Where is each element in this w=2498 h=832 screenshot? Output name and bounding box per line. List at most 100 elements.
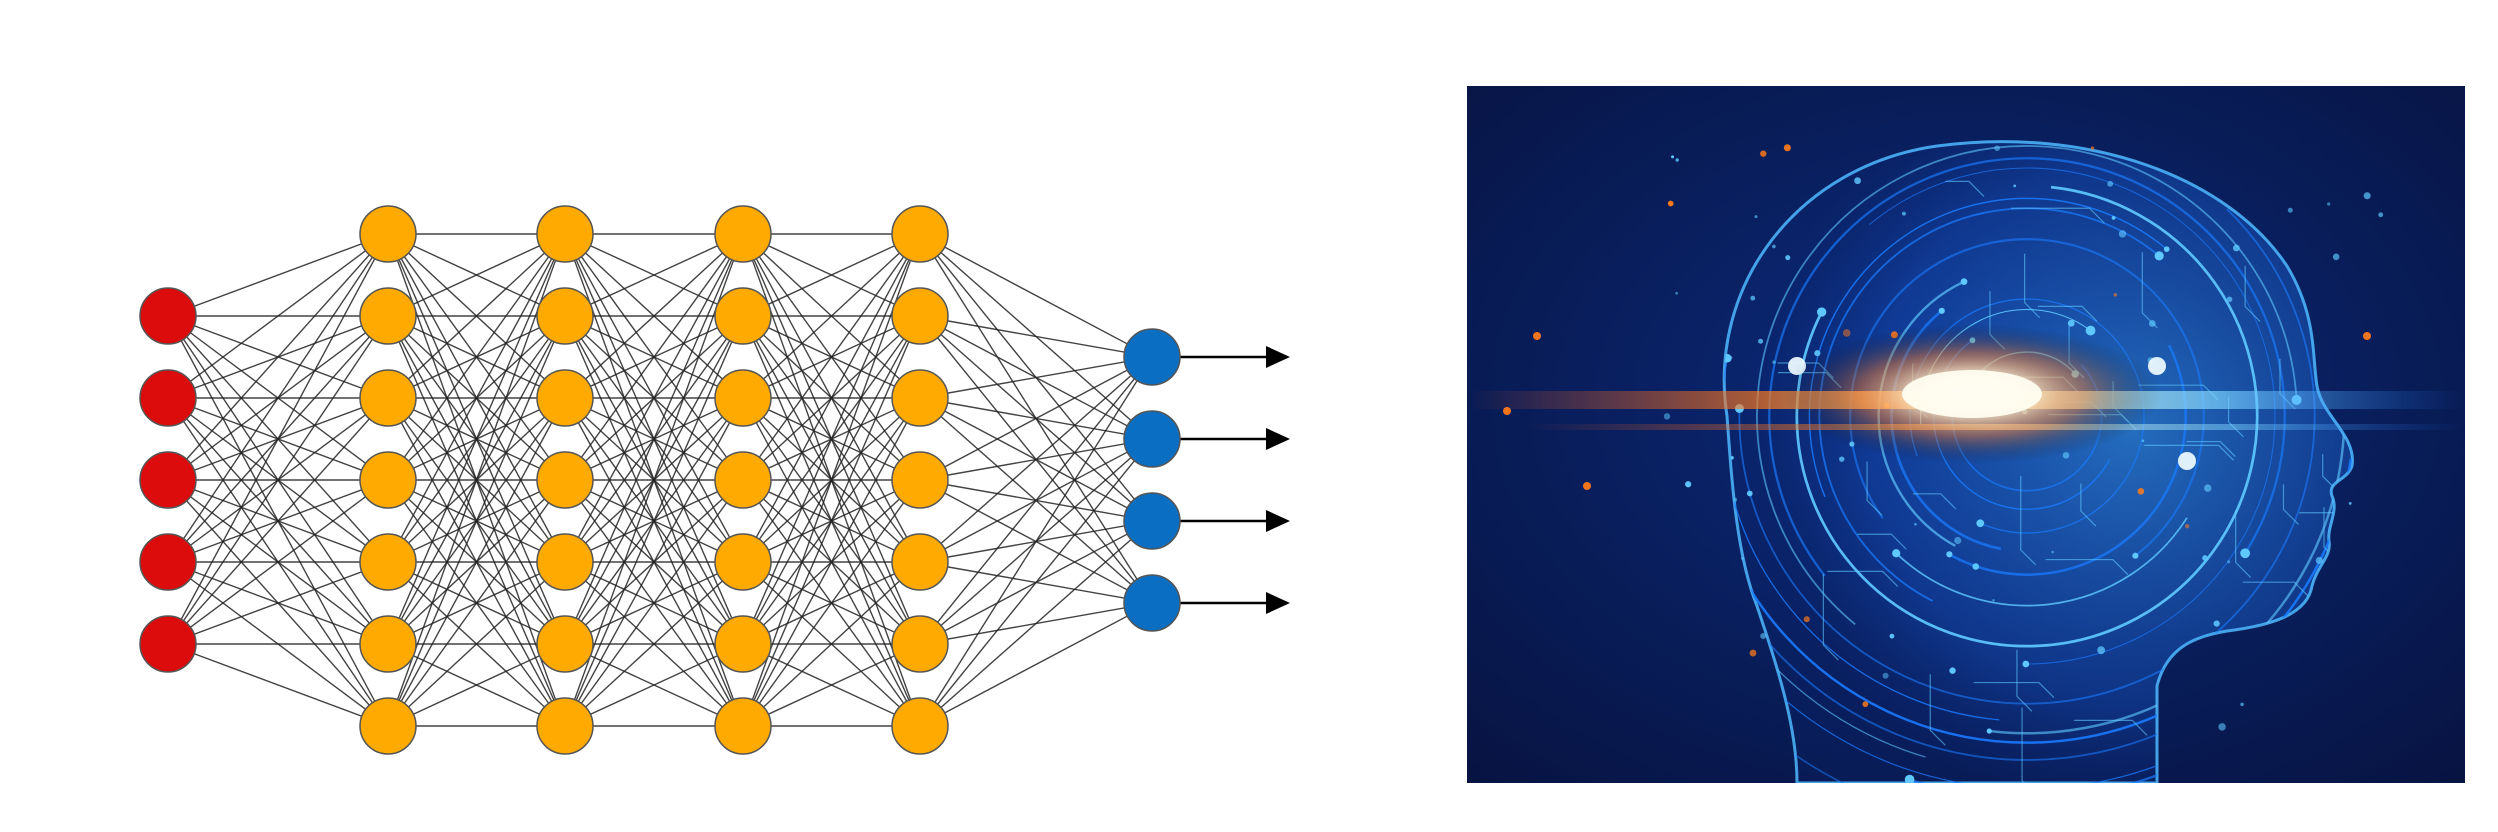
spark-dot (1992, 599, 1995, 602)
circuit-node (1938, 307, 1945, 314)
spark-dot (1954, 536, 1962, 545)
spark-dot (1746, 490, 1753, 497)
spark-dot (2202, 555, 2208, 561)
connection-edge (387, 643, 566, 727)
connection-edge (564, 397, 744, 727)
output-arrows (1180, 346, 1290, 614)
connection-edge (742, 643, 921, 727)
hidden-node (891, 287, 949, 345)
hidden-node (714, 287, 772, 345)
spark-dot (2327, 202, 2331, 206)
circuit-trace (2011, 207, 2105, 224)
spark-dot (2148, 320, 2156, 327)
spark-dot (1972, 563, 1980, 570)
circuit-node (1976, 519, 1985, 528)
spark-dot (1733, 497, 1738, 502)
spark-dot (1914, 522, 1917, 526)
spark-dot (1750, 295, 1756, 301)
output-node (1123, 574, 1181, 632)
spark-dot (2348, 501, 2352, 505)
hidden-node (891, 615, 949, 673)
input-node (139, 533, 197, 591)
hidden-node (359, 205, 417, 263)
hidden-node (536, 615, 594, 673)
spark-dot (2137, 487, 2145, 495)
circuit-trace (1912, 493, 1957, 510)
circuit-trace (2016, 649, 2033, 712)
spark-dot (2240, 702, 2244, 707)
bright-spark (1583, 482, 1591, 490)
connection-edge (564, 479, 744, 727)
bright-spark (2148, 357, 2166, 375)
spark-dot (2051, 550, 2054, 554)
spark-dot (2204, 484, 2212, 492)
spark-dot (1949, 667, 1956, 674)
connection-edge (167, 643, 389, 727)
circuit-trace (1929, 674, 1946, 746)
connection-edge (387, 233, 566, 399)
spark-dot (2227, 560, 2231, 564)
connection-edge (919, 356, 1153, 481)
connection-edge (564, 233, 744, 481)
connection-edge (742, 233, 921, 317)
connection-edge (564, 233, 744, 727)
spark-dot (2067, 319, 2075, 327)
spark-dot (1760, 150, 1767, 157)
connection-edge (564, 233, 744, 645)
connection-edge (564, 233, 744, 317)
spark-dot (1675, 158, 1679, 162)
connection-edge (167, 233, 389, 399)
output-node (1123, 328, 1181, 386)
spark-dot (1994, 145, 2001, 152)
circuit-node (1904, 774, 1915, 783)
spark-dot (1854, 177, 1861, 185)
spark-dot (1675, 291, 1679, 295)
spark-dot (1754, 215, 1758, 219)
hidden-node (536, 205, 594, 263)
spark-dot (2107, 180, 2114, 187)
connection-edge (167, 561, 389, 645)
connection-edge (387, 233, 566, 481)
spark-dot (2141, 439, 2145, 443)
hidden-node (359, 533, 417, 591)
spark-dot (1663, 413, 1671, 420)
circuit-arc (1868, 167, 2276, 665)
hidden-node (714, 451, 772, 509)
output-node (1123, 410, 1181, 468)
hidden-node (891, 697, 949, 755)
spark-dot (2232, 244, 2240, 252)
connection-edge (742, 233, 921, 727)
connection-edge (564, 561, 744, 727)
circuit-trace (2242, 581, 2310, 598)
spark-dot (1882, 672, 1889, 679)
circuit-trace (1973, 681, 2055, 698)
circuit-trace (2074, 719, 2148, 736)
hidden-node (359, 697, 417, 755)
connection-edge (167, 233, 389, 563)
arrow-head-icon (1266, 428, 1290, 450)
connection-edge (564, 233, 744, 399)
circuit-trace (1866, 461, 1883, 516)
circuit-trace (2020, 475, 2037, 566)
connection-edge (919, 520, 1153, 727)
hidden-node (891, 533, 949, 591)
circuit-arc (1795, 185, 2259, 648)
connection-edge (387, 315, 566, 727)
connection-edge (919, 438, 1153, 727)
connection-edge (167, 233, 389, 645)
spark-dot (1862, 701, 1869, 708)
connection-edge (919, 356, 1153, 645)
bright-spark (1533, 332, 1541, 340)
circuit-trace (2299, 512, 2353, 529)
circuit-node (2240, 548, 2251, 559)
connection-edge (387, 233, 566, 563)
hidden-node (714, 369, 772, 427)
spark-dot (1671, 155, 1675, 159)
hidden-node (359, 615, 417, 673)
head-silhouette (1722, 140, 2354, 783)
connection-edge (167, 397, 389, 645)
bright-spark (2178, 452, 2196, 470)
circuit-trace (2037, 305, 2098, 322)
connection-edge (387, 479, 566, 727)
ai-head-illustration (1467, 86, 2465, 783)
